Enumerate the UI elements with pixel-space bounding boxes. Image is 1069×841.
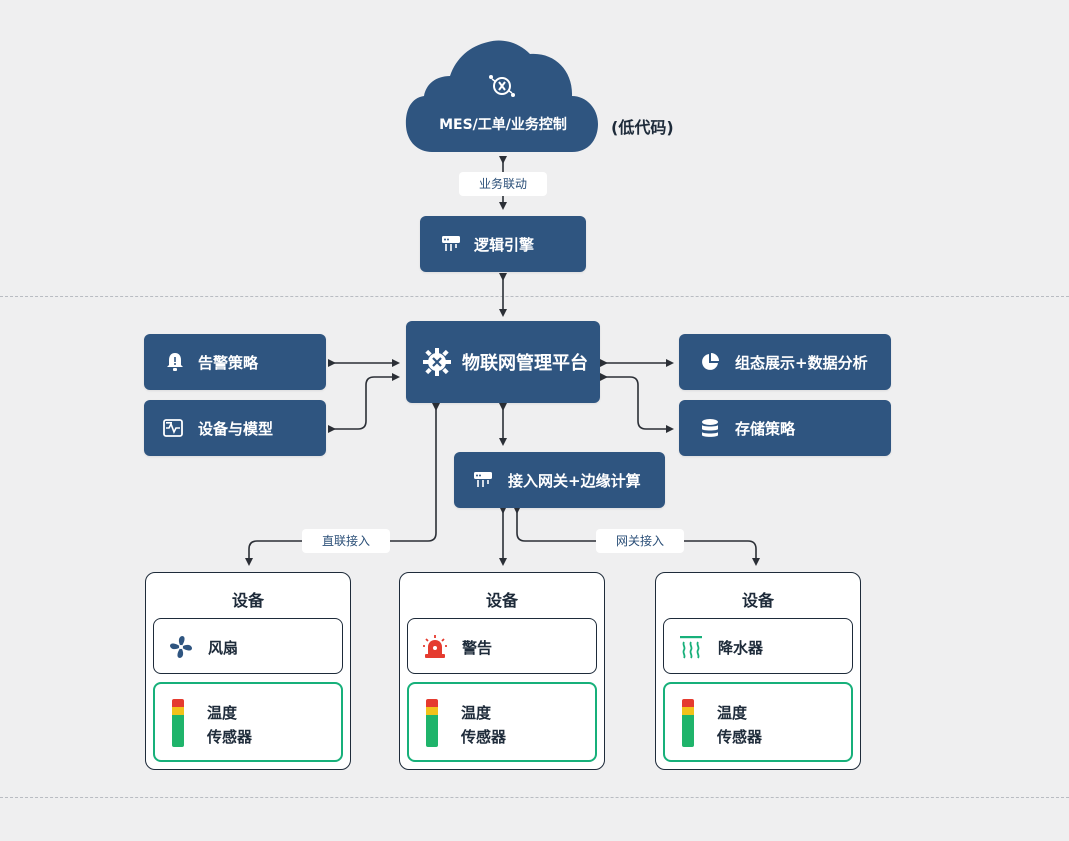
device-title: 设备 xyxy=(231,591,264,610)
device-model-node: 设备与模型 xyxy=(144,400,326,456)
cloud-title: MES/工单/业务控制 xyxy=(439,117,567,133)
sensor-label-line2: 传感器 xyxy=(717,728,763,746)
device-title: 设备 xyxy=(485,591,518,610)
device-item-label: 降水器 xyxy=(718,639,764,657)
device-item-fan: 风扇 xyxy=(153,618,343,674)
sensor-label-line1: 温度 xyxy=(207,704,238,722)
thermometer-icon xyxy=(172,699,184,747)
temperature-sensor: 温度 传感器 xyxy=(407,682,597,762)
visual-analysis-node: 组态展示+数据分析 xyxy=(679,334,891,390)
thermometer-icon xyxy=(426,699,438,747)
alarm-policy-node: 告警策略 xyxy=(144,334,326,390)
temperature-sensor: 温度 传感器 xyxy=(663,682,853,762)
monitor-wave-icon xyxy=(162,417,184,439)
database-icon xyxy=(699,417,721,439)
heat-wave-icon xyxy=(678,634,704,660)
device-item-label: 风扇 xyxy=(208,639,239,657)
fan-icon xyxy=(168,634,194,660)
alarm-light-icon xyxy=(422,634,448,660)
gear-chip-icon xyxy=(422,347,452,377)
server-icon xyxy=(472,469,494,491)
device-card-fan: 设备 风扇 温度 传感器 xyxy=(145,572,351,770)
thermometer-icon xyxy=(682,699,694,747)
low-code-note: (低代码) xyxy=(611,118,674,137)
pie-chart-icon xyxy=(699,351,721,373)
sensor-label-line1: 温度 xyxy=(717,704,748,722)
logic-engine-node: 逻辑引擎 xyxy=(420,216,586,272)
sensor-label-line2: 传感器 xyxy=(461,728,507,746)
device-item-cooler: 降水器 xyxy=(663,618,853,674)
temperature-sensor: 温度 传感器 xyxy=(153,682,343,762)
gateway-edge-node: 接入网关+边缘计算 xyxy=(454,452,665,508)
zone-divider-bottom xyxy=(0,797,1069,798)
iot-platform-node: 物联网管理平台 xyxy=(406,321,600,403)
visual-analysis-label: 组态展示+数据分析 xyxy=(735,353,868,372)
device-card-cooler: 设备 降水器 温度 传感器 xyxy=(655,572,861,770)
device-item-alarm: 警告 xyxy=(407,618,597,674)
device-item-label: 警告 xyxy=(462,639,493,657)
sensor-label-line2: 传感器 xyxy=(207,728,253,746)
ai-chip-icon xyxy=(486,70,518,102)
logic-engine-label: 逻辑引擎 xyxy=(474,235,535,254)
storage-policy-node: 存储策略 xyxy=(679,400,891,456)
device-model-label: 设备与模型 xyxy=(198,419,274,438)
iot-platform-label: 物联网管理平台 xyxy=(462,353,588,374)
sensor-label-line1: 温度 xyxy=(461,704,492,722)
server-icon xyxy=(440,233,462,255)
device-title: 设备 xyxy=(741,591,774,610)
alarm-policy-label: 告警策略 xyxy=(198,353,259,372)
business-link-label: 业务联动 xyxy=(459,172,547,196)
bell-icon xyxy=(164,351,186,373)
device-card-alarm: 设备 警告 温度 传感器 xyxy=(399,572,605,770)
storage-policy-label: 存储策略 xyxy=(735,419,796,438)
gateway-access-label: 网关接入 xyxy=(596,529,684,553)
zone-divider-top xyxy=(0,296,1069,297)
direct-access-label: 直联接入 xyxy=(302,529,390,553)
gateway-edge-label: 接入网关+边缘计算 xyxy=(508,471,641,490)
